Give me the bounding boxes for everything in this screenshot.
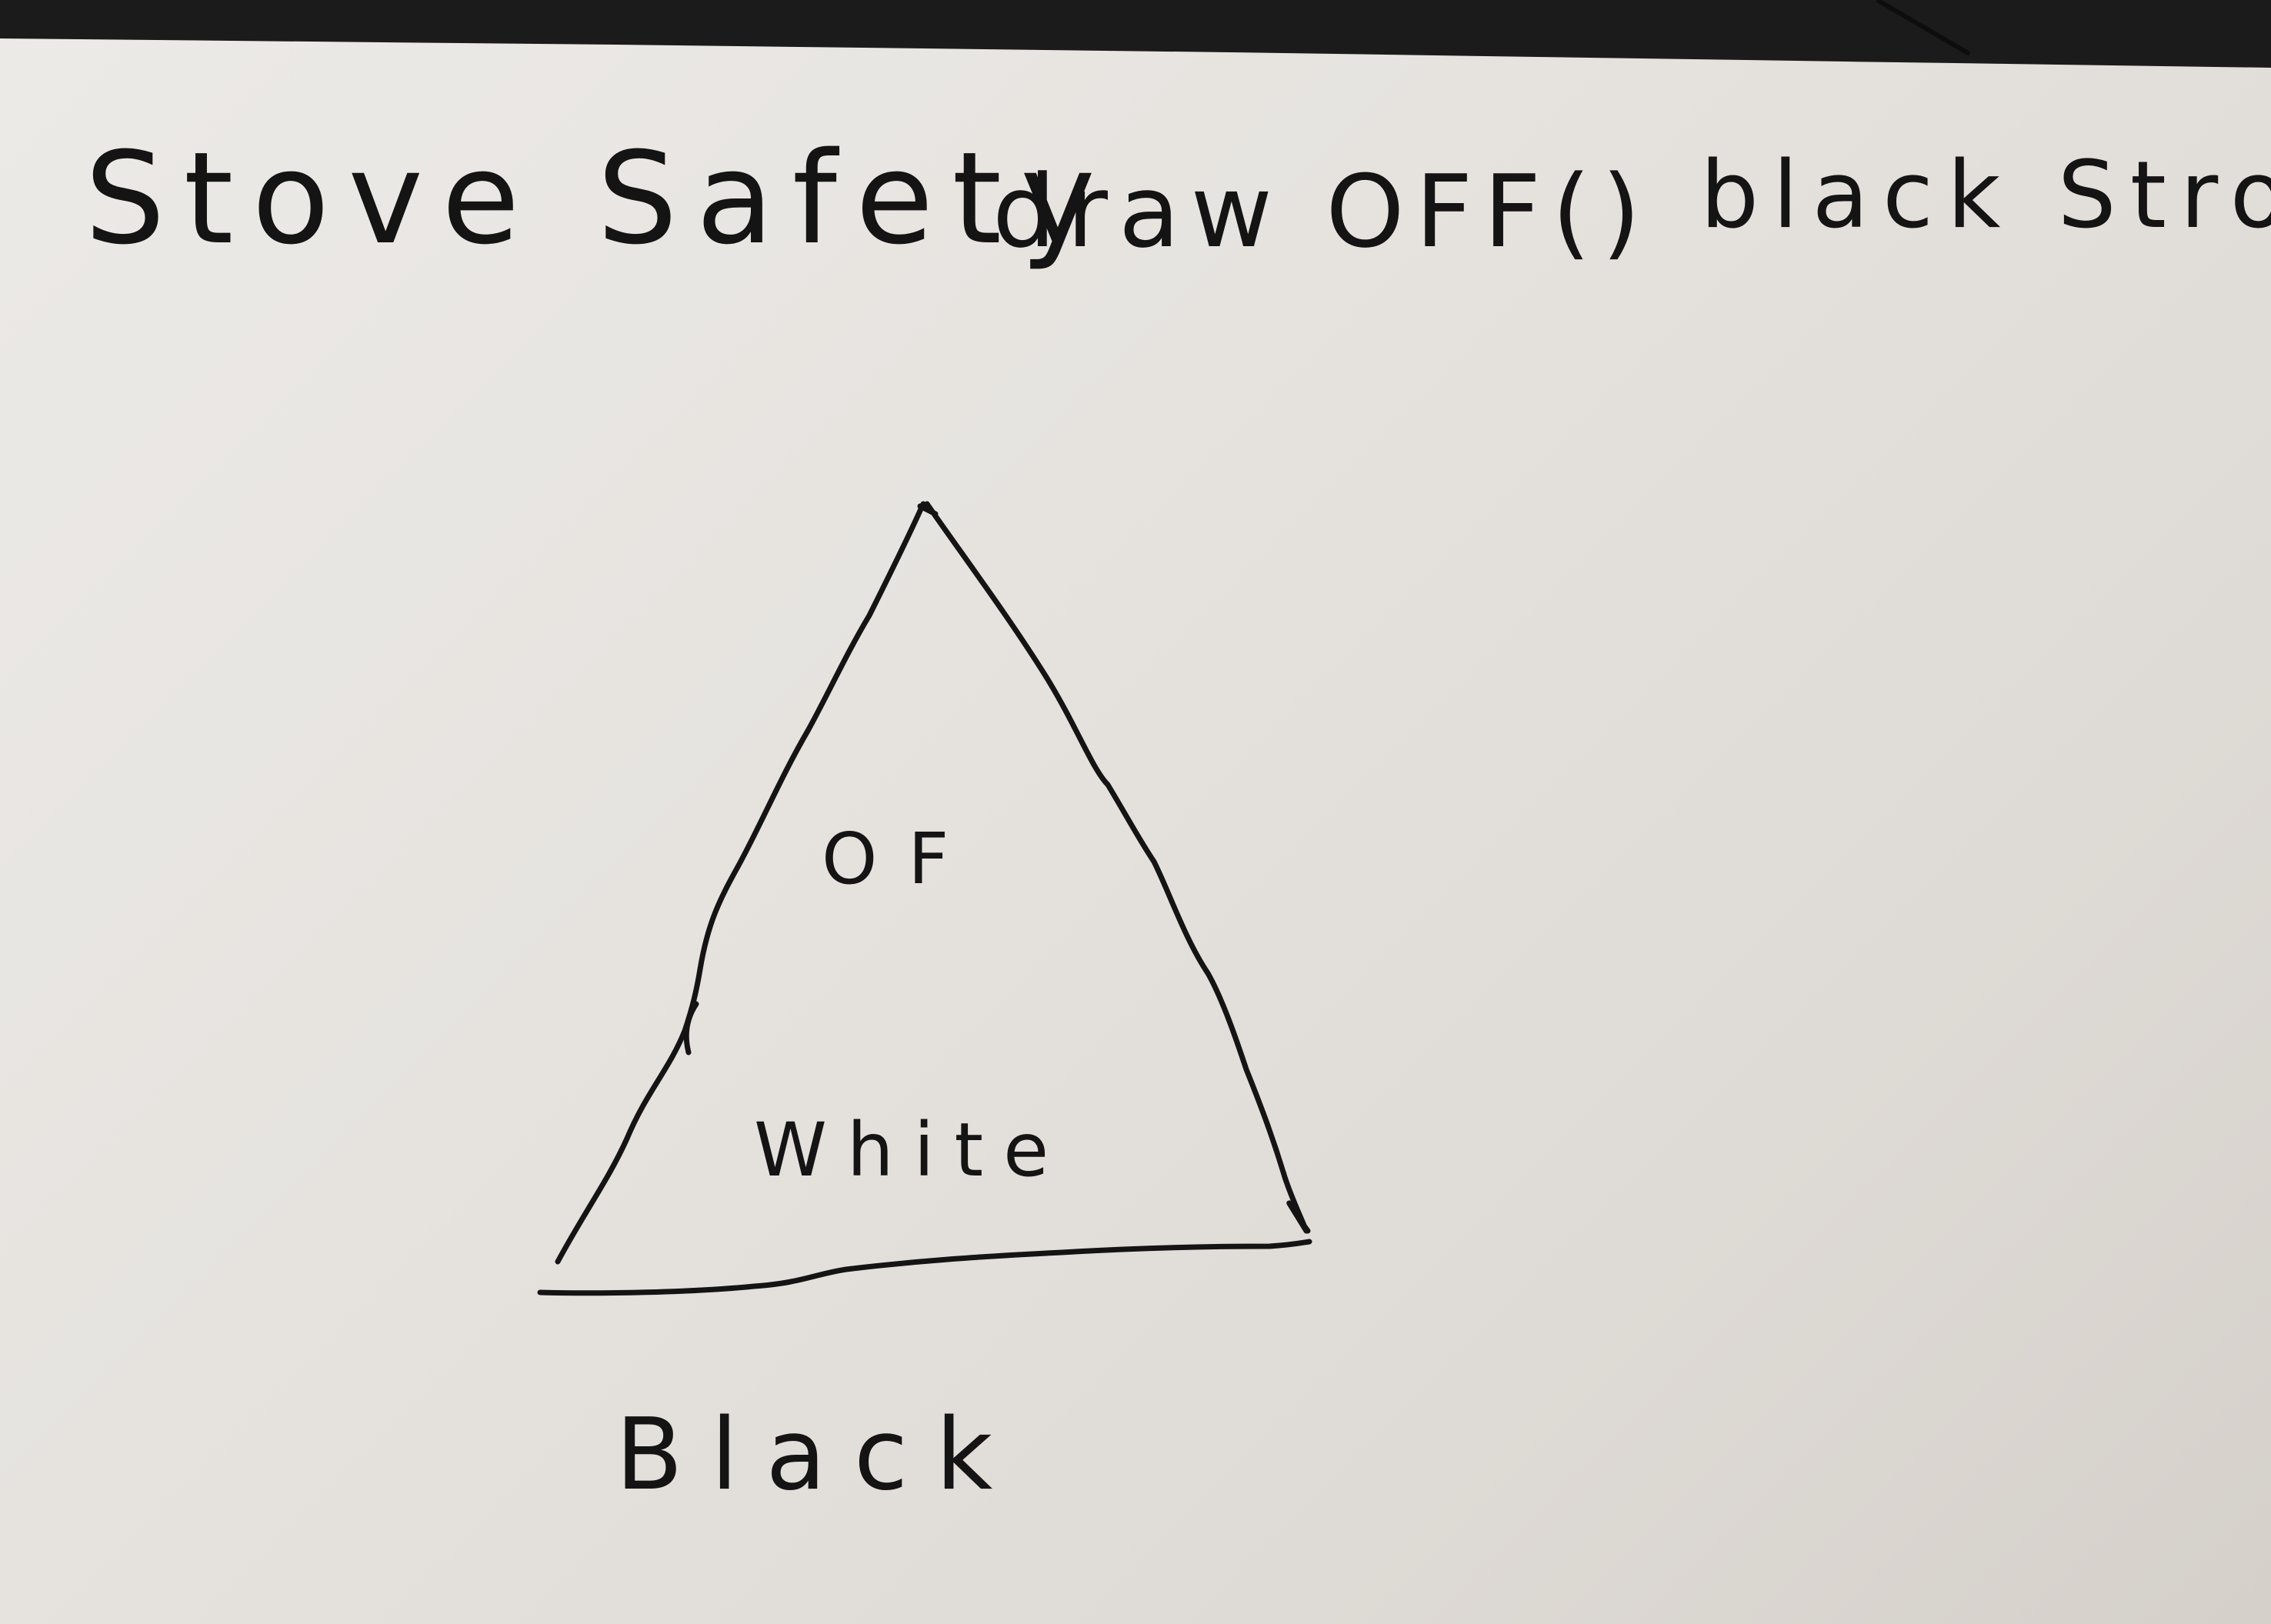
triangle-sketch <box>537 501 1312 1296</box>
triangle-top-label: OF <box>822 818 979 900</box>
subheading-left-text: draw OFF() <box>992 153 1652 270</box>
triangle-bottom-label: White <box>754 1107 1069 1193</box>
heading-text: Stove Safety <box>85 125 1114 272</box>
below-triangle-label: Black <box>615 1398 1020 1512</box>
subheading-right-text: black Stroke <box>1700 142 2271 249</box>
